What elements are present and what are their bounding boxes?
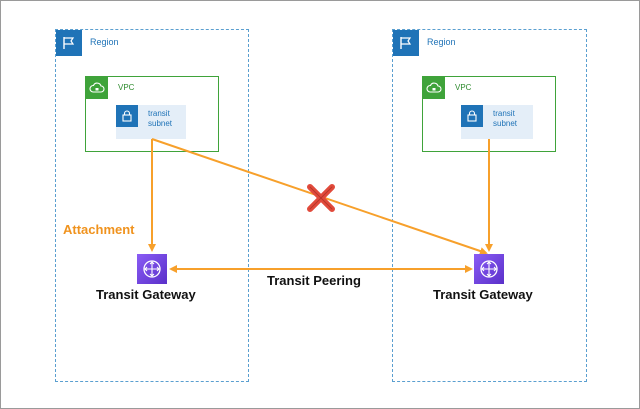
flag-icon [393, 30, 419, 56]
subnet-right: transit subnet [461, 105, 533, 139]
vpc-label: VPC [118, 83, 135, 92]
subnet-left: transit subnet [116, 105, 186, 139]
peering-label: Transit Peering [267, 273, 361, 288]
transit-gateway-label-right: Transit Gateway [433, 287, 533, 302]
subnet-label: transit subnet [493, 109, 518, 128]
transit-gateway-label-left: Transit Gateway [96, 287, 196, 302]
region-label: Region [427, 37, 456, 47]
subnet-label: transit subnet [148, 109, 173, 128]
flag-icon [56, 30, 82, 56]
lock-icon [116, 105, 138, 127]
vpc-label: VPC [455, 83, 472, 92]
lock-icon [461, 105, 483, 127]
transit-gateway-icon [137, 254, 167, 284]
transit-gateway-icon [474, 254, 504, 284]
cloud-lock-icon [423, 77, 445, 99]
region-label: Region [90, 37, 119, 47]
attachment-label: Attachment [63, 222, 135, 237]
blocked-x-icon [307, 184, 335, 212]
cloud-lock-icon [86, 77, 108, 99]
